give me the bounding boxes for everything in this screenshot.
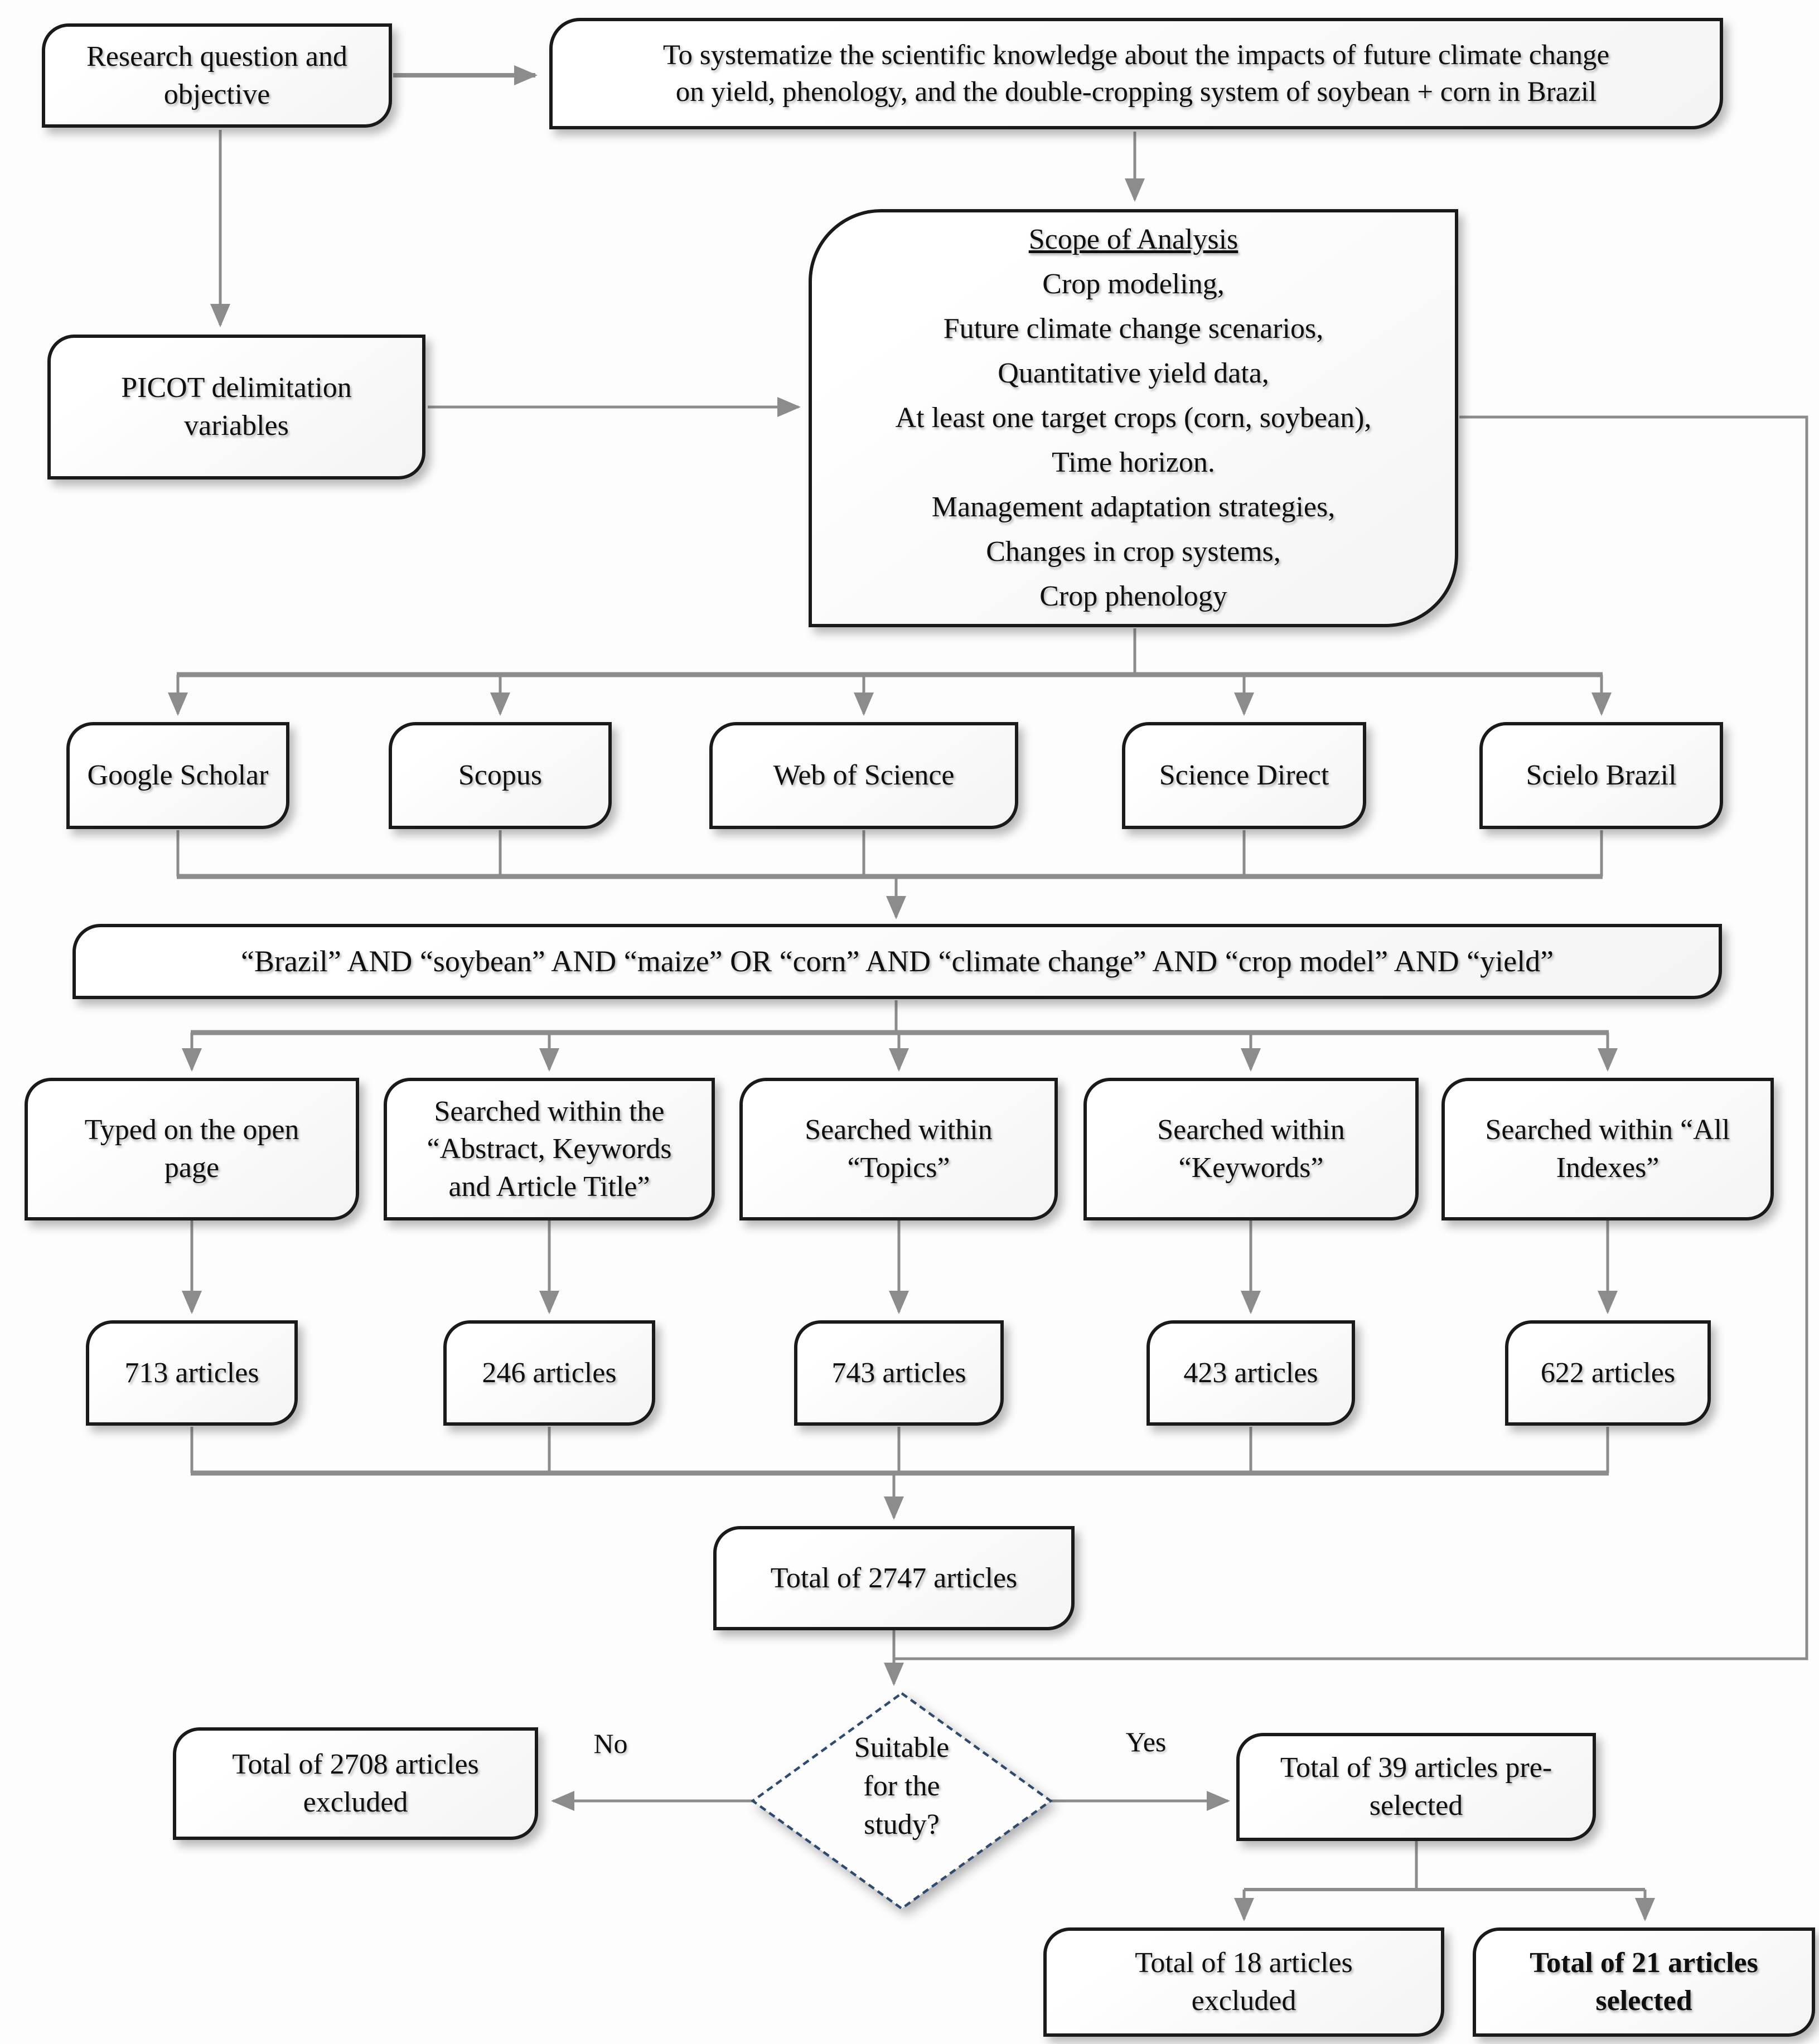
node-db-google-scholar: Google Scholar bbox=[66, 722, 289, 829]
node-db-scopus: Scopus bbox=[389, 722, 612, 829]
node-db-web-of-science: Web of Science bbox=[709, 722, 1018, 829]
node-db-scielo-brazil: Scielo Brazil bbox=[1479, 722, 1723, 829]
node-picot: PICOT delimitation variables bbox=[47, 335, 425, 479]
node-preselected-39: Total of 39 articles pre- selected bbox=[1236, 1733, 1596, 1841]
node-method-all-indexes: Searched within “All Indexes” bbox=[1441, 1078, 1774, 1220]
label-yes: Yes bbox=[1125, 1726, 1167, 1757]
decision-suitable-text: Suitable for the study? bbox=[854, 1732, 950, 1841]
node-method-abstract-keywords-title: Searched within the “Abstract, Keywords … bbox=[384, 1078, 715, 1220]
node-selected-21: Total of 21 articles selected bbox=[1473, 1927, 1815, 2037]
node-count-743: 743 articles bbox=[794, 1320, 1004, 1426]
node-count-622: 622 articles bbox=[1505, 1320, 1711, 1426]
node-scope-of-analysis: Scope of Analysis Crop modeling, Future … bbox=[809, 209, 1458, 627]
label-no: No bbox=[593, 1728, 628, 1759]
node-method-open-page: Typed on the open page bbox=[25, 1078, 359, 1220]
node-method-topics: Searched within “Topics” bbox=[739, 1078, 1058, 1220]
node-research-question: Research question and objective bbox=[42, 23, 392, 128]
decision-diamond bbox=[751, 1692, 1053, 1910]
node-count-713: 713 articles bbox=[86, 1320, 298, 1426]
node-count-423: 423 articles bbox=[1146, 1320, 1355, 1426]
node-search-query: “Brazil” AND “soybean” AND “maize” OR “c… bbox=[72, 924, 1722, 999]
scope-title: Scope of Analysis bbox=[1028, 224, 1239, 255]
node-count-246: 246 articles bbox=[443, 1320, 655, 1426]
node-excluded-18: Total of 18 articles excluded bbox=[1043, 1927, 1444, 2037]
node-total-2747: Total of 2747 articles bbox=[713, 1526, 1075, 1630]
node-objective: To systematize the scientific knowledge … bbox=[549, 18, 1723, 129]
connector-arrows bbox=[168, 65, 1808, 1921]
node-method-keywords: Searched within “Keywords” bbox=[1083, 1078, 1419, 1220]
node-db-science-direct: Science Direct bbox=[1122, 722, 1366, 829]
node-excluded-2708: Total of 2708 articles excluded bbox=[173, 1727, 538, 1840]
